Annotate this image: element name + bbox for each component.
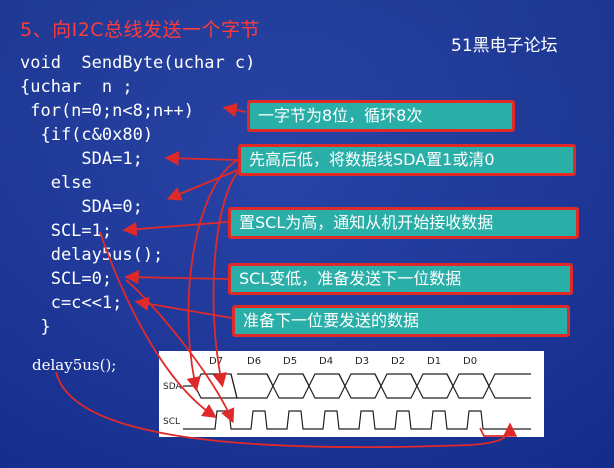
code-line: }: [20, 317, 51, 337]
arrow-scl-wave-low: [125, 279, 235, 424]
code-line: {if(c&0x80): [20, 125, 154, 145]
bit-label: D0: [463, 356, 477, 367]
callout-loop-8-bits: 一字节为8位，循环8次: [247, 100, 515, 132]
callout-sda-set: 先高后低，将数据线SDA置1或清0: [238, 144, 576, 176]
arrow-scl-low: [124, 270, 229, 285]
bit-label: D1: [427, 356, 441, 367]
brand-watermark: 51黑电子论坛: [451, 36, 558, 56]
code-line: SDA=1;: [20, 149, 143, 169]
delay-label: delay5us();: [32, 356, 117, 374]
code-line: delay5us();: [20, 245, 164, 265]
callout-scl-high: 置SCL为高，通知从机开始接收数据: [228, 207, 579, 239]
scl-waveform: [183, 410, 531, 430]
arrow-next-bit: [134, 296, 233, 319]
code-line: for(n=0;n<8;n++): [20, 101, 194, 121]
code-line: {uchar n ;: [20, 77, 133, 97]
code-line: SCL=0;: [20, 269, 113, 289]
arrow-loop: [222, 103, 247, 118]
code-line: else: [20, 173, 92, 193]
bit-label: D2: [391, 356, 405, 367]
bit-label: D7: [209, 356, 223, 367]
sda-waveform: [183, 373, 531, 399]
arrow-sda-wave-2: [212, 171, 239, 388]
callout-next-bit: 准备下一位要发送的数据: [232, 305, 570, 337]
code-line: SDA=0;: [20, 197, 143, 217]
bit-label: D6: [247, 356, 261, 367]
code-line: SCL=1;: [20, 221, 113, 241]
arrow-scl-wave-high: [99, 231, 217, 418]
arrow-sda-low: [166, 169, 239, 201]
arrow-scl-high: [122, 221, 229, 237]
callout-scl-low: SCL变低，准备发送下一位数据: [228, 263, 573, 295]
bit-label: D4: [319, 356, 333, 367]
arrow-delay-loop: [55, 371, 518, 449]
bit-label: D3: [355, 356, 369, 367]
arrow-sda-high: [164, 151, 239, 166]
code-line: void SendByte(uchar c): [20, 53, 256, 73]
slide-title: 5、向I2C总线发送一个字节: [20, 19, 261, 41]
scl-label: SCL: [163, 417, 180, 427]
sda-label: SDA: [163, 382, 182, 392]
code-line: c=c<<1;: [20, 293, 123, 313]
bit-label: D5: [283, 356, 297, 367]
bracket-delay: [479, 427, 511, 437]
